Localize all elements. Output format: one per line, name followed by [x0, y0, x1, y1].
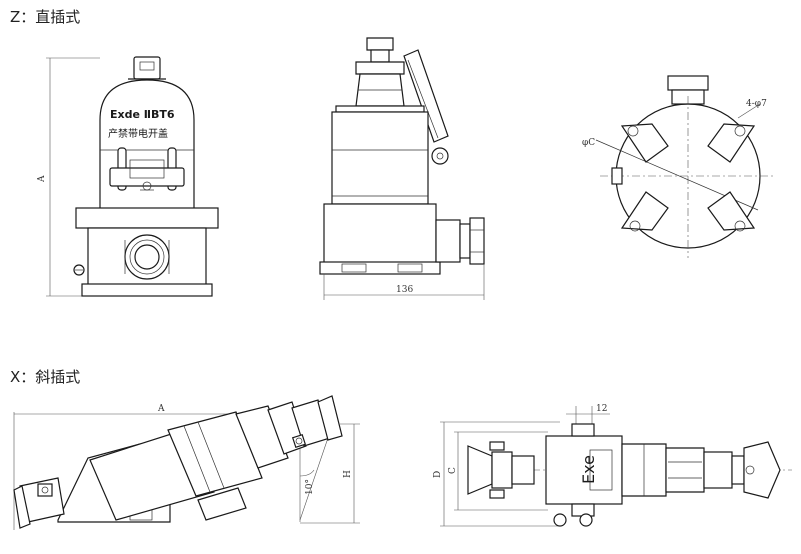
top-dim-c: φC — [582, 138, 595, 148]
heading-angled: X：斜插式 — [10, 368, 81, 386]
front-view: A Exde ⅡBT6 产禁带电开盖 — [37, 56, 219, 297]
front-plate-line2: 产禁带电开盖 — [108, 127, 168, 140]
angled-dim-angle: 10° — [305, 479, 315, 495]
front-plate-line1: Exde ⅡBT6 — [110, 108, 175, 121]
angled-dim-c: C — [448, 467, 458, 474]
top-view: 4-φ7 φC — [582, 75, 776, 258]
top-dim-holes: 4-φ7 — [746, 99, 767, 109]
angled-dim-d: D — [433, 471, 443, 478]
angled-dim-a: A — [157, 404, 165, 414]
angled-dim-h: H — [343, 470, 353, 478]
angled-top-view: D C 12 Exe — [433, 404, 792, 527]
front-dim-a: A — [37, 175, 47, 183]
side-dim-width: 136 — [396, 285, 413, 295]
angled-side-view: A H 10° — [13, 395, 360, 530]
side-view: 136 — [319, 37, 485, 300]
angled-dim-12: 12 — [596, 404, 607, 414]
heading-straight: Z：直插式 — [10, 8, 81, 26]
angled-body-mark: Exe — [579, 455, 598, 484]
